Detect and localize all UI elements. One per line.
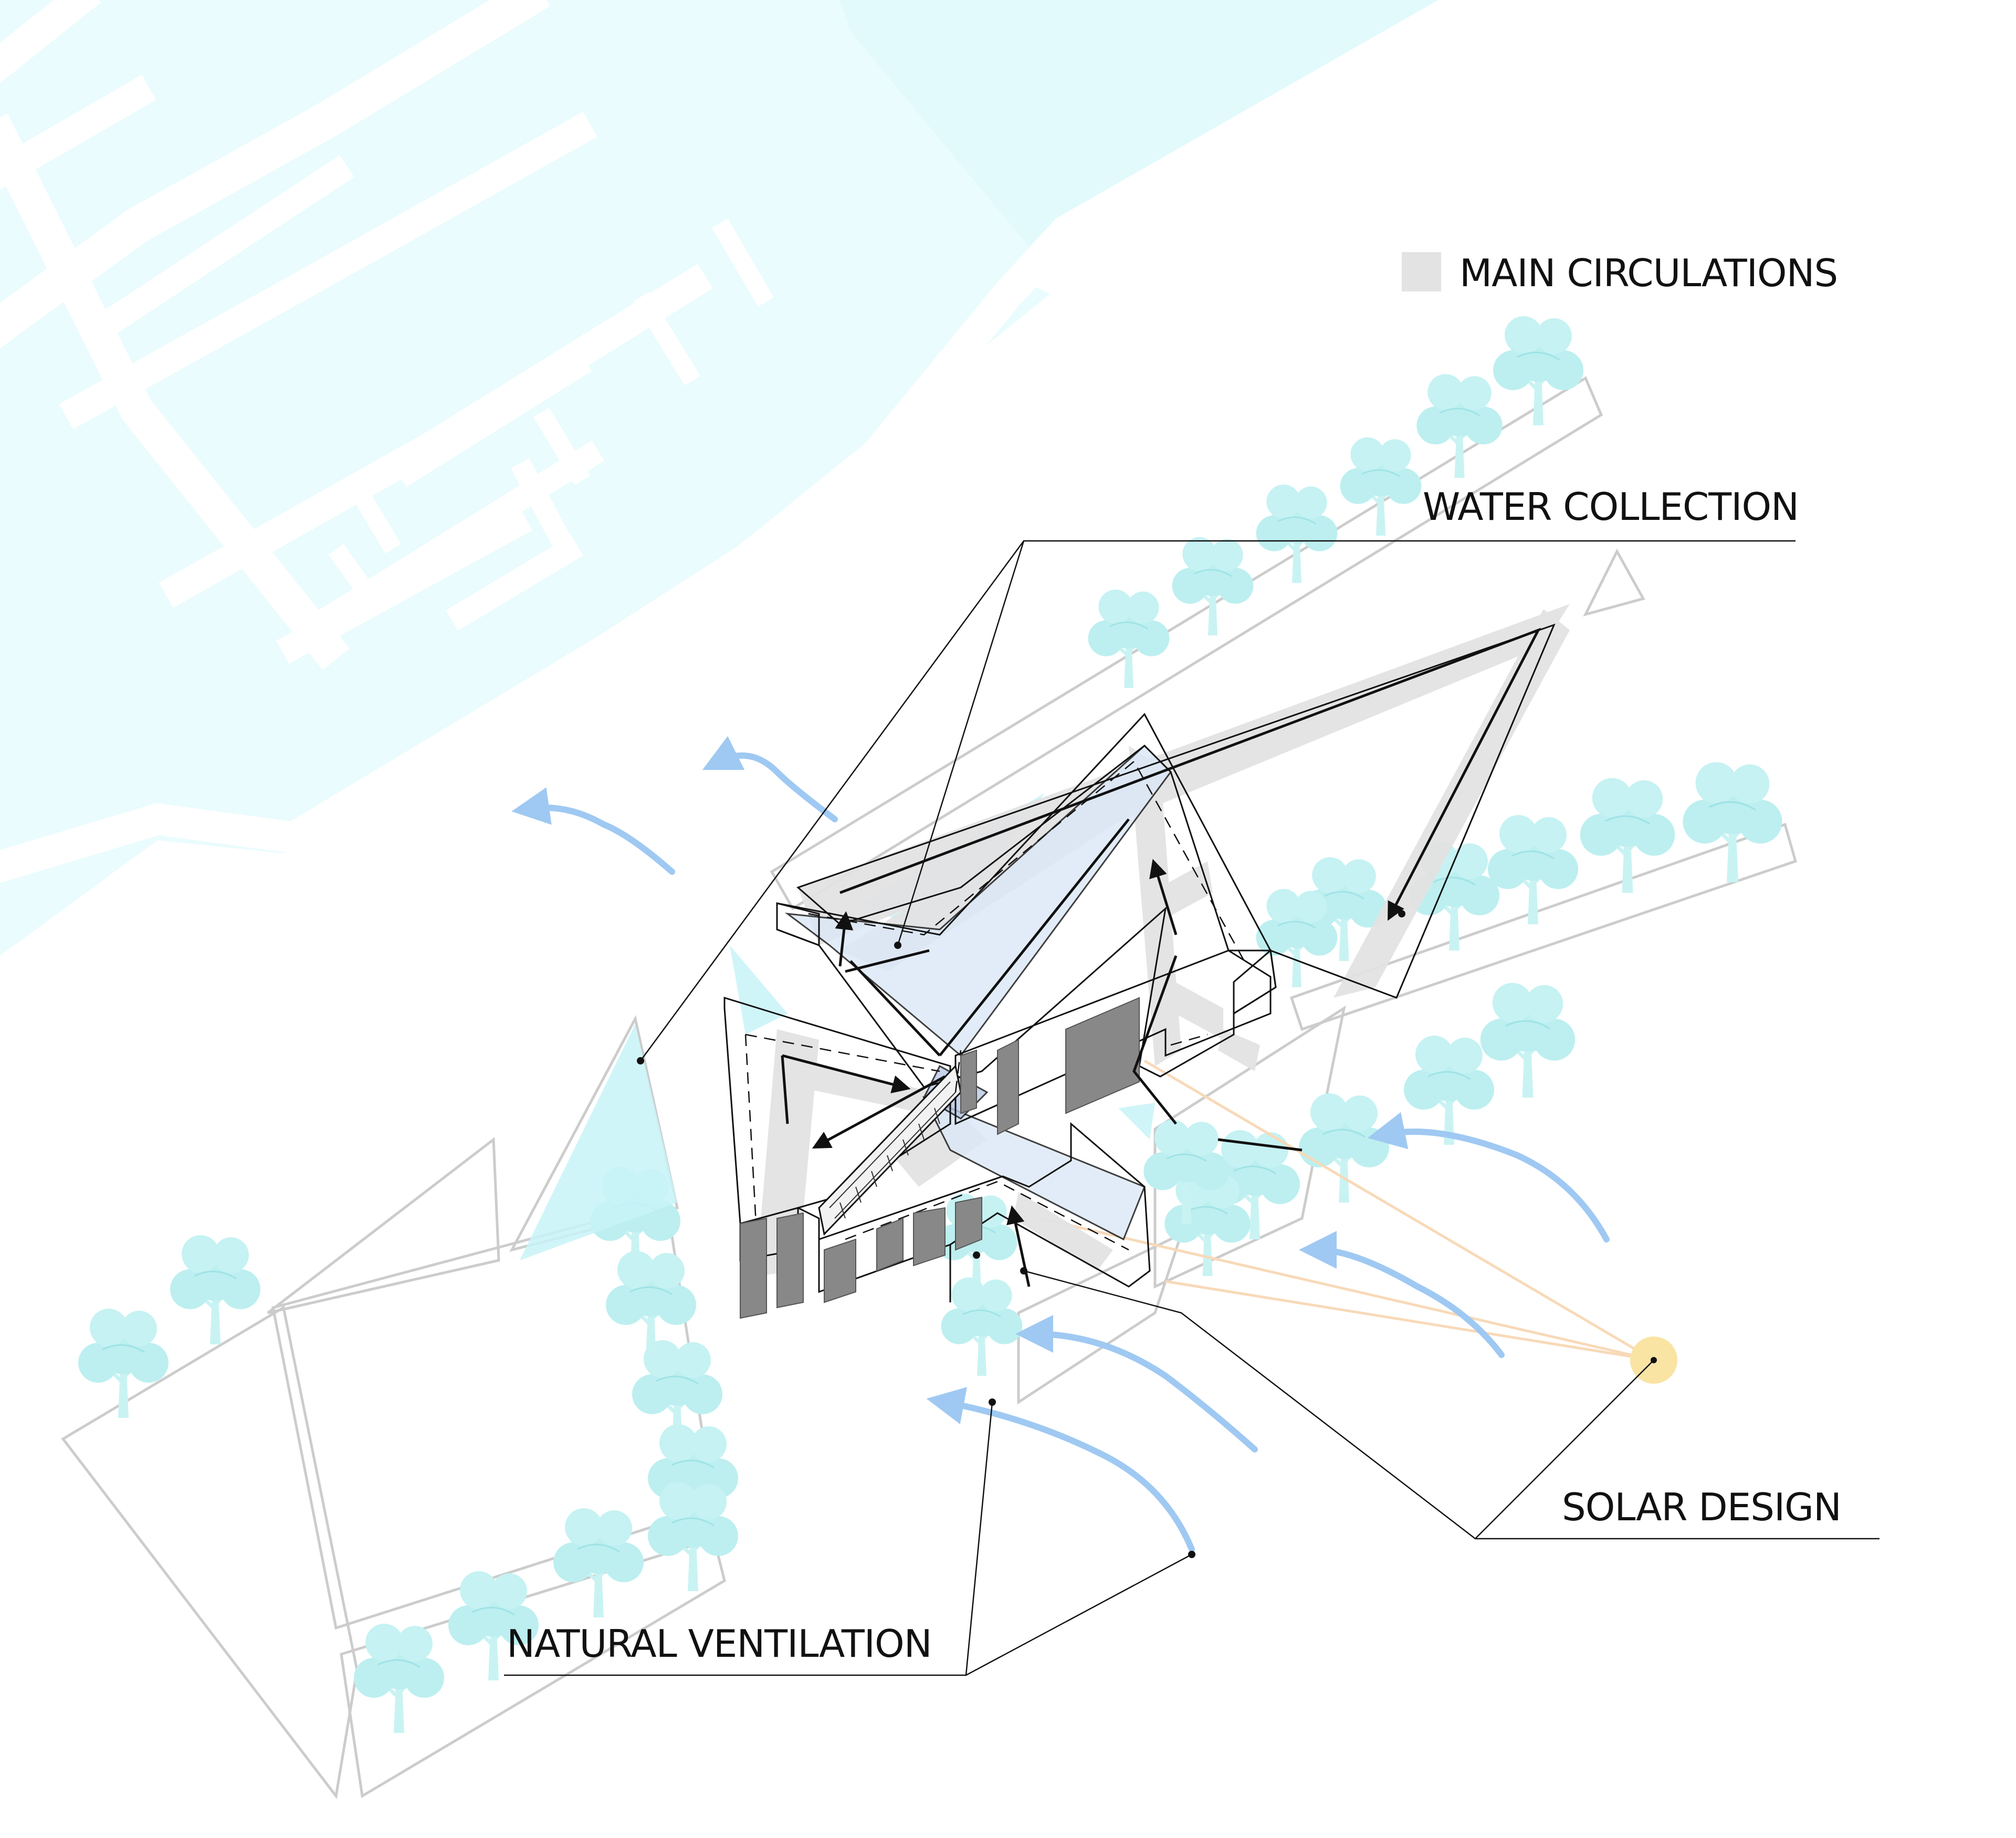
wind-arrow-icon — [511, 787, 675, 875]
wind-arrow-icon — [926, 1387, 1195, 1552]
street-grid — [0, 0, 1492, 883]
tree-icon — [553, 1508, 644, 1617]
legend-label-main-circulations: MAIN CIRCULATIONS — [1460, 251, 1838, 295]
tree-icon — [1256, 485, 1338, 583]
circulation-arrows — [781, 628, 1541, 1287]
legend: MAIN CIRCULATIONS — [1402, 251, 1838, 295]
tree-icon — [1404, 1036, 1494, 1145]
tree-icon — [941, 1278, 1023, 1376]
tree-icon — [648, 1482, 738, 1591]
legend-swatch-main-circulations — [1402, 252, 1441, 291]
water-sliver-west — [730, 945, 788, 1035]
site-parcel-south-strip — [340, 1537, 726, 1799]
wind-arrow-icon — [1015, 1315, 1258, 1453]
leader-lines — [504, 540, 1880, 1676]
site-triangle-northeast — [1583, 548, 1645, 617]
solar-rays — [1039, 1059, 1655, 1362]
leader-solar-design — [1023, 1270, 1880, 1540]
site-parcel-west-wedge — [267, 1137, 500, 1314]
site-tree-belt-east — [1289, 822, 1798, 1031]
louvers — [740, 997, 1140, 1319]
tree-icon — [78, 1309, 169, 1418]
wind-arrow-icon — [702, 736, 838, 822]
label-natural-ventilation: NATURAL VENTILATION — [507, 1622, 932, 1666]
site-building-frame — [796, 623, 1556, 999]
leader-natural-ventilation — [504, 1402, 1192, 1676]
tree-icon — [1416, 374, 1502, 478]
tree-icon — [1580, 778, 1675, 893]
wind-arrow-icon — [1299, 1231, 1505, 1358]
east-block-outline — [954, 949, 1272, 1125]
water-sliver-east — [1118, 1103, 1155, 1140]
tree-icon — [1299, 1093, 1389, 1203]
tree-icon — [606, 1251, 696, 1360]
label-solar-design: SOLAR DESIGN — [1562, 1485, 1841, 1529]
leader-dots — [637, 910, 1405, 1558]
site-parcel-east — [1153, 1005, 1346, 1289]
tree-icon — [1493, 316, 1583, 425]
north-wing-outline — [776, 713, 1277, 1088]
river-channel — [840, 0, 1444, 247]
water-pond-west — [520, 1024, 677, 1260]
tree-icon — [1480, 983, 1576, 1098]
wind-arrows — [511, 736, 1610, 1552]
wind-arrow-icon — [1367, 1112, 1610, 1242]
tree-icon — [1683, 762, 1782, 882]
tree-icon — [1256, 889, 1338, 987]
label-water-collection: WATER COLLECTION — [1423, 485, 1799, 529]
tree-icon — [354, 1624, 444, 1733]
site-parcel-southwest — [61, 1306, 359, 1800]
leader-water-collection — [639, 540, 1796, 1061]
urban-background — [0, 0, 1492, 956]
tree-icon — [1488, 815, 1578, 924]
building — [723, 623, 1556, 1319]
